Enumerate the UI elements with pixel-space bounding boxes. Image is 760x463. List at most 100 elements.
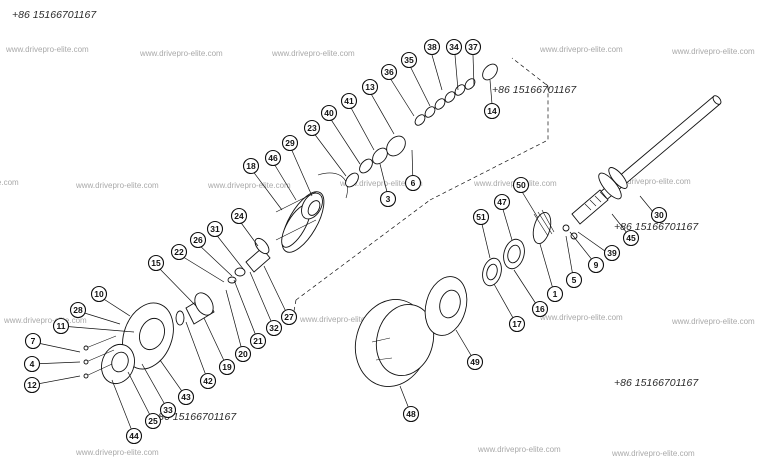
callout-bubble[interactable]: 19 (218, 358, 236, 376)
callout-bubble[interactable]: 27 (280, 308, 298, 326)
callout-number: 3 (386, 194, 391, 204)
seal-rings (482, 209, 578, 287)
callout-bubble[interactable]: 13 (361, 78, 379, 96)
callout-bubble[interactable]: 1 (546, 285, 564, 303)
callout-number: 10 (94, 289, 104, 299)
callout-bubble[interactable]: 7 (24, 332, 42, 350)
callout-bubble[interactable]: 51 (472, 208, 490, 226)
callout-bubble[interactable]: 39 (603, 244, 621, 262)
watermark-text: www.drivepro-elite.com (3, 316, 87, 325)
callout-bubble[interactable]: 24 (230, 207, 248, 225)
callout-bubble[interactable]: 47 (493, 193, 511, 211)
watermark-text: www.drivepro-elite.com (477, 445, 561, 454)
callout-bubble[interactable]: 23 (303, 119, 321, 137)
watermark-layer: www.drivepro-elite.com www.drivepro-elit… (0, 45, 755, 458)
callout-bubble[interactable]: 42 (199, 372, 217, 390)
callout-bubble[interactable]: 21 (249, 332, 267, 350)
callout-number: 26 (193, 235, 203, 245)
callout-bubble[interactable]: 25 (144, 412, 162, 430)
callout-number: 42 (203, 376, 213, 386)
callout-number: 29 (285, 138, 295, 148)
callout-bubble[interactable]: 38 (423, 38, 441, 56)
fastener-bolts (83, 335, 117, 379)
callout-bubble[interactable]: 16 (531, 300, 549, 318)
watermark-text: www.drivepro-elite.com (671, 317, 755, 326)
callout-bubble[interactable]: 40 (320, 104, 338, 122)
callout-bubble[interactable]: 12 (23, 376, 41, 394)
callout-number: 39 (607, 248, 617, 258)
callout-number: 5 (572, 275, 577, 285)
callout-number: 27 (284, 312, 294, 322)
callout-bubble[interactable]: 5 (565, 271, 583, 289)
callout-bubble[interactable]: 11 (52, 317, 70, 335)
ring-gear-assembly (275, 172, 348, 253)
callout-bubble[interactable]: 33 (159, 401, 177, 419)
callout-number: 32 (269, 323, 279, 333)
callout-bubble[interactable]: 36 (380, 63, 398, 81)
callout-bubble[interactable]: 14 (483, 102, 501, 120)
callout-number: 16 (535, 304, 545, 314)
callout-number: 19 (222, 362, 232, 372)
callout-number: 49 (470, 357, 480, 367)
callout-number: 45 (626, 233, 636, 243)
callout-bubble[interactable]: 41 (340, 92, 358, 110)
callout-number: 25 (148, 416, 158, 426)
callout-number: 30 (654, 210, 664, 220)
callout-number: 13 (365, 82, 375, 92)
callout-bubble[interactable]: 30 (650, 206, 668, 224)
callout-number: 44 (129, 431, 139, 441)
callout-number: 34 (449, 42, 459, 52)
callout-bubble[interactable]: 48 (402, 405, 420, 423)
callout-number: 35 (404, 55, 414, 65)
callout-number: 24 (234, 211, 244, 221)
watermark-text: www.drivepro-elite.com (5, 45, 89, 54)
callout-number: 41 (344, 96, 354, 106)
callout-bubble[interactable]: 34 (445, 38, 463, 56)
callout-bubble[interactable]: 35 (400, 51, 418, 69)
callout-bubble[interactable]: 10 (90, 285, 108, 303)
callout-bubble[interactable]: 4 (23, 355, 41, 373)
callout-bubble[interactable]: 50 (512, 176, 530, 194)
callout-number: 14 (487, 106, 497, 116)
callout-bubble[interactable]: 17 (508, 315, 526, 333)
callout-number: 46 (268, 153, 278, 163)
callout-number: 9 (594, 260, 599, 270)
axle-shaft (571, 95, 722, 225)
callout-number: 11 (57, 321, 66, 331)
callout-number: 17 (512, 319, 522, 329)
callout-number: 7 (31, 336, 36, 346)
callout-bubble[interactable]: 22 (170, 243, 188, 261)
callout-bubble[interactable]: 20 (234, 345, 252, 363)
watermark-text: www.drivepro-elite.com (671, 47, 755, 56)
hub-housing (354, 276, 468, 387)
callout-number: 38 (427, 42, 437, 52)
callout-bubble[interactable]: 32 (265, 319, 283, 337)
callout-number: 22 (174, 247, 184, 257)
callout-bubble[interactable]: 15 (147, 254, 165, 272)
callout-bubble[interactable]: 43 (177, 388, 195, 406)
callout-bubble[interactable]: 49 (466, 353, 484, 371)
callout-bubble[interactable]: 9 (587, 256, 605, 274)
callout-bubble[interactable]: 44 (125, 427, 143, 445)
callout-bubble[interactable]: 46 (264, 149, 282, 167)
callout-number: 4 (30, 359, 35, 369)
callout-number: 21 (253, 336, 263, 346)
watermark-text: www.drivepro-elite.com (0, 178, 19, 187)
callout-bubble[interactable]: 37 (464, 38, 482, 56)
callout-bubble[interactable]: 3 (379, 190, 397, 208)
callout-bubble[interactable]: 31 (206, 220, 224, 238)
callout-bubble[interactable]: 18 (242, 157, 260, 175)
watermark-text: www.drivepro-elite.com (339, 179, 423, 188)
callout-number: 33 (163, 405, 173, 415)
callout-bubble[interactable]: 28 (69, 301, 87, 319)
callout-number: 23 (307, 123, 317, 133)
callout-bubble[interactable]: 29 (281, 134, 299, 152)
callout-bubble[interactable]: 45 (622, 229, 640, 247)
callout-bubble[interactable]: 26 (189, 231, 207, 249)
callout-number: 6 (411, 178, 416, 188)
callout-number: 51 (476, 212, 486, 222)
callout-number: 12 (27, 380, 37, 390)
callout-number: 48 (406, 409, 416, 419)
callout-bubble[interactable]: 6 (404, 174, 422, 192)
